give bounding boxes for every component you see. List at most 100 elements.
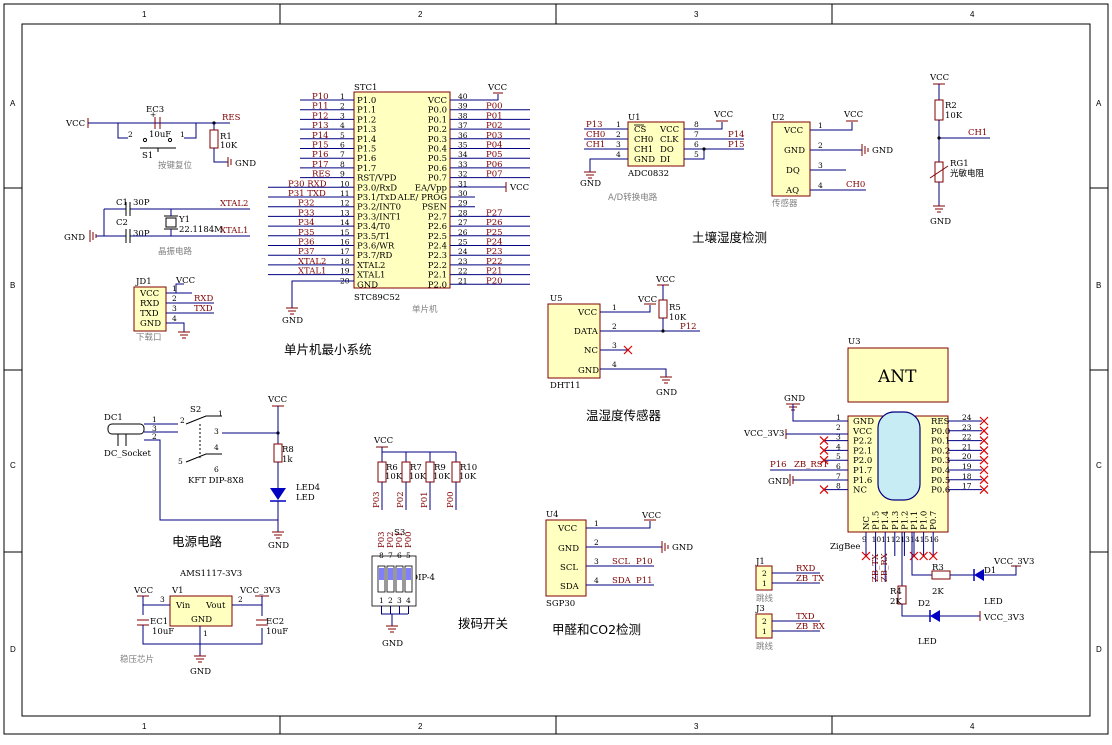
- mcu-pin-num: 14: [340, 218, 350, 227]
- dip-vcc-label: VCC: [373, 436, 393, 446]
- mcu-net-label: P27: [486, 208, 503, 218]
- svg-text:1: 1: [762, 579, 767, 588]
- zb-pin-name: P2.0: [853, 456, 872, 466]
- mcu-pin-name: P3.5/T1: [357, 232, 390, 242]
- xtal1-net: XTAL1: [220, 226, 248, 236]
- mcu-pin-name: P0.3: [428, 135, 447, 145]
- mcu-pin-name: P3.7/RD: [357, 251, 393, 261]
- mcu-pin-num: 39: [458, 102, 468, 111]
- adc-gnd-label: GND: [580, 179, 601, 189]
- zb-pin-name: P1.5: [872, 511, 882, 530]
- d1-label: LED: [984, 597, 1003, 607]
- dip-sw-net: P00: [404, 531, 414, 548]
- mcu-pin-num: 15: [340, 228, 350, 237]
- mcu-net-label: P36: [298, 238, 315, 248]
- mcu-pin-num: 5: [340, 131, 345, 140]
- zb-pin-num: 4: [836, 442, 841, 451]
- zigbee-leds: R3 2K D1 LED VCC_3V3 R4 2K D2 LED VCC_3V…: [890, 532, 1034, 647]
- reg-part: AMS1117-3V3: [179, 569, 242, 579]
- svg-text:6: 6: [214, 465, 219, 474]
- svg-text:8: 8: [694, 120, 699, 129]
- mcu-pin-num: 12: [340, 199, 350, 208]
- jd1-ref: JD1: [135, 277, 152, 287]
- mcu-part: STC89C52: [354, 293, 400, 303]
- zb-pin-name: P0.4: [931, 466, 950, 476]
- zone-row-d: D: [10, 645, 16, 654]
- mcu-pin-num: 17: [340, 247, 350, 256]
- r2-ref: R2: [945, 101, 957, 111]
- mcu-pin-num: 6: [340, 141, 345, 150]
- mcu-net-label: P05: [486, 150, 503, 160]
- mcu-net-label: P35: [298, 228, 315, 238]
- r5-vcc-label: VCC: [655, 275, 675, 285]
- mcu-pin-num: 30: [458, 189, 468, 198]
- mcu-pin-num: 25: [458, 238, 468, 247]
- dip-net: P02: [396, 491, 406, 508]
- jd1-pin-vcc: VCC: [139, 289, 159, 299]
- mcu-net-label: P30 RXD: [288, 179, 327, 189]
- mcu-pin-num: 35: [458, 141, 468, 150]
- dip-res-ref: R10: [460, 463, 477, 473]
- r4-ref: R4: [890, 587, 902, 597]
- zb-pin-num: 21: [962, 442, 972, 451]
- svg-text:3: 3: [612, 341, 617, 350]
- zone-row-b-right: B: [1096, 281, 1101, 290]
- mcu-pin-num: 18: [340, 257, 350, 266]
- zigbee-jumpers: J1 21 RXD ZB_TX 跳线 J3 21 TXD ZB_RX 跳线: [755, 557, 826, 652]
- mcu-pin-name: P2.5: [428, 232, 447, 242]
- zb-pin-name: NC: [862, 516, 872, 530]
- zb-gnd-label: GND: [768, 477, 789, 487]
- zb-pin-name: NC: [853, 486, 867, 496]
- mcu-net-label: P00: [486, 102, 503, 112]
- mcu-pin-num: 3: [340, 111, 345, 120]
- zb-pin-num: 3: [836, 433, 841, 442]
- mcu-pin-num: 32: [458, 170, 468, 179]
- svg-text:4: 4: [172, 314, 177, 323]
- mcu-pin-name: P0.2: [428, 125, 447, 135]
- mcu-caption: 单片机: [412, 304, 438, 315]
- mcu-net-label: P23: [486, 247, 503, 257]
- mcu-pin-name: P2.2: [428, 261, 447, 271]
- mcu-pin-name: P0.5: [428, 154, 447, 164]
- mcu-net-label: P11: [312, 102, 329, 112]
- mcu-pin-name: ALE/ PROG: [397, 193, 448, 203]
- dip-res-value: 10K: [433, 472, 451, 482]
- adc-vcc-label: VCC: [713, 110, 733, 120]
- mcu-pin-num: 23: [458, 257, 468, 266]
- sgp-pin-sda: SDA: [560, 582, 580, 592]
- svg-text:3: 3: [818, 161, 823, 170]
- adc-net-p14: P14: [728, 130, 745, 140]
- crystal-gnd-label: GND: [64, 233, 85, 243]
- zone-row-d-right: D: [1096, 645, 1102, 654]
- dip-res-value: 10K: [385, 472, 403, 482]
- mcu-net-label: P31 TXD: [288, 189, 326, 199]
- mcu-net-label: P03: [486, 131, 503, 141]
- mcu-pin-name: P1.6: [357, 154, 376, 164]
- svg-text:4: 4: [616, 150, 621, 159]
- r1-ref: R1: [220, 132, 232, 142]
- r3-value: 2K: [932, 587, 944, 597]
- j3-caption: 跳线: [756, 641, 774, 652]
- dip-section-title: 拨码开关: [458, 616, 508, 631]
- mcu-pin-num: 13: [340, 208, 350, 217]
- mcu-net-label: P02: [486, 121, 503, 131]
- mcu-net-label: P34: [298, 218, 315, 228]
- sgp-section-title: 甲醛和CO2检测: [552, 622, 641, 637]
- zb-pin-num: 18: [962, 472, 972, 481]
- soil-pin-dq: DQ: [786, 166, 800, 176]
- svg-text:3: 3: [172, 304, 177, 313]
- mcu-pin-name: P0.0: [428, 106, 447, 116]
- zb-net-rx: ZB_RX: [880, 552, 890, 582]
- zb-pin-num: 2: [836, 423, 841, 432]
- rg1-ref: RG1: [950, 159, 969, 169]
- mcu-pin-name: RST/VPD: [357, 174, 397, 184]
- sheet-frame: [3, 3, 1109, 735]
- zone-col-3-bottom: 3: [694, 722, 699, 731]
- zb-pin-name: P2.1: [853, 446, 872, 456]
- svg-text:3: 3: [214, 427, 219, 436]
- zb-pin-num: 14: [910, 535, 920, 544]
- mcu-pin-name: P3.0/RxD: [357, 183, 397, 193]
- reg-vcc33-label: VCC_3V3: [239, 586, 280, 596]
- mcu-pin-name: P3.6/WR: [357, 242, 395, 252]
